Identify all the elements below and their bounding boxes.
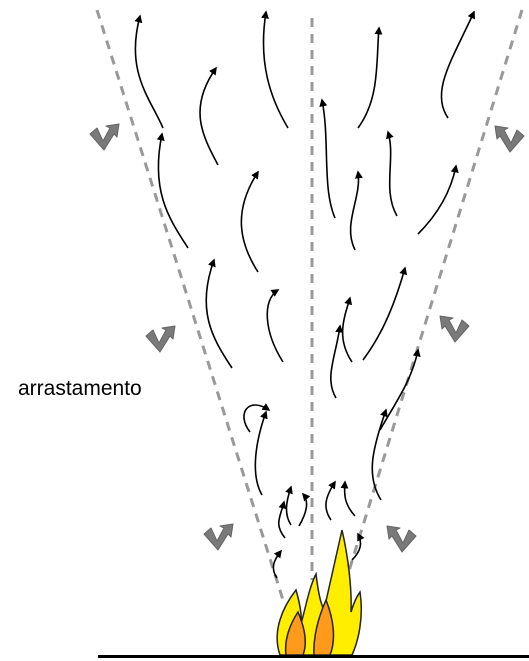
curved-up-arrow-icon [418, 166, 456, 234]
bent-inward-arrow-icon [495, 126, 524, 152]
curved-up-arrow-icon [331, 326, 340, 398]
curved-up-arrow-icon [322, 100, 335, 218]
curved-up-arrow-icon [351, 172, 359, 250]
curved-up-arrow-icon [345, 482, 355, 516]
plume-boundary-left [97, 10, 283, 600]
bent-inward-arrow-icon [204, 524, 233, 550]
plume-boundary-right [340, 10, 522, 600]
curved-up-arrow-icon [244, 405, 269, 432]
curved-up-arrow-icon [363, 268, 405, 360]
curved-up-arrow-icon [441, 12, 474, 118]
bent-inward-arrow-icon [387, 526, 416, 552]
bent-inward-arrow-icon [146, 326, 175, 352]
curved-up-arrow-icon [263, 12, 288, 128]
entrainment-label: arrastamento [18, 377, 142, 401]
curved-up-arrow-icon [200, 68, 218, 165]
curved-up-arrow-icon [206, 260, 232, 368]
curved-up-arrow-icon [241, 172, 258, 272]
curved-up-arrow-icon [158, 134, 188, 248]
curved-up-arrow-icon [255, 412, 266, 495]
curved-up-arrow-icon [358, 28, 379, 128]
curved-up-arrow-icon [135, 16, 163, 128]
curved-up-arrow-icon [388, 132, 397, 216]
curved-up-arrow-icon [273, 551, 281, 578]
curved-up-arrow-icon [279, 502, 285, 538]
curved-up-arrow-icon [326, 482, 335, 520]
entrainment-arrows [90, 124, 524, 552]
curved-up-arrow-icon [299, 494, 307, 526]
plume-boundaries [97, 10, 522, 600]
bent-inward-arrow-icon [90, 124, 119, 150]
curved-up-arrow-icon [267, 290, 283, 362]
flame-icon [277, 530, 361, 655]
curved-up-arrow-icon [286, 487, 291, 525]
curved-up-arrow-icon [343, 298, 352, 362]
bent-inward-arrow-icon [440, 316, 469, 342]
flow-arrows [135, 12, 474, 578]
